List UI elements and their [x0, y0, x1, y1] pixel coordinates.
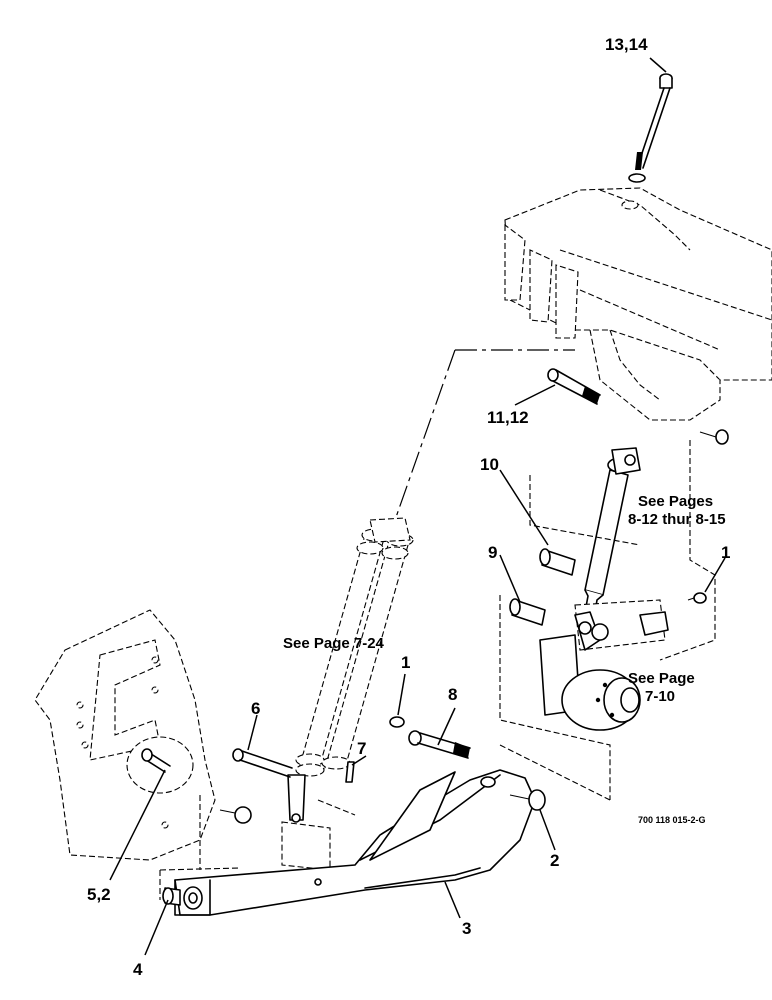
callout-1-mid: 1: [401, 653, 410, 672]
callout-3: 3: [462, 919, 471, 938]
see-page-hub-note-line2: 7-10: [645, 688, 675, 705]
callout-5-2: 5,2: [87, 885, 111, 904]
right-lift-cylinder: [582, 447, 641, 626]
callout-7: 7: [357, 739, 366, 758]
see-page-cylinder-note: See Page 7-24: [283, 635, 385, 652]
hub-assembly: [539, 599, 669, 731]
spacer-9: [509, 598, 546, 626]
drawing-part-number: 700 118 015-2-G: [638, 815, 706, 825]
callout-6: 6: [251, 699, 260, 718]
hitch-arm: [159, 769, 536, 916]
callout-13-14: 13,14: [605, 35, 648, 54]
nut-beam-right: [699, 429, 729, 445]
callout-4: 4: [133, 960, 143, 979]
long-bolt-13-14: [628, 73, 673, 183]
center-cylinders: [287, 517, 414, 823]
callout-10: 10: [480, 455, 499, 474]
grease-fitting-mid: [389, 716, 405, 728]
bolt-11-12: [547, 368, 601, 405]
bolt-6: [232, 748, 293, 778]
see-page-hub-note-line1: See Page: [628, 670, 695, 687]
upper-frame-beam: [504, 187, 772, 421]
leader-lines: [109, 57, 726, 956]
left-frame-plate: [34, 609, 216, 870]
bushing-4: [162, 887, 181, 906]
nut-left: [219, 806, 252, 824]
callout-2: 2: [550, 851, 559, 870]
callout-8: 8: [448, 685, 457, 704]
spacer-10: [539, 548, 576, 576]
callout-11-12: 11,12: [487, 408, 529, 427]
callout-9: 9: [488, 543, 497, 562]
bolt-8: [408, 730, 471, 759]
nut-2: [509, 789, 546, 811]
phantom-lines: [394, 349, 575, 521]
see-pages-note-line2: 8-12 thur 8-15: [628, 511, 726, 528]
cotter-pin-7: [345, 761, 355, 783]
callout-1-right: 1: [721, 543, 730, 562]
see-pages-note-line1: See Pages: [638, 493, 713, 510]
grease-fitting-right: [687, 592, 707, 604]
